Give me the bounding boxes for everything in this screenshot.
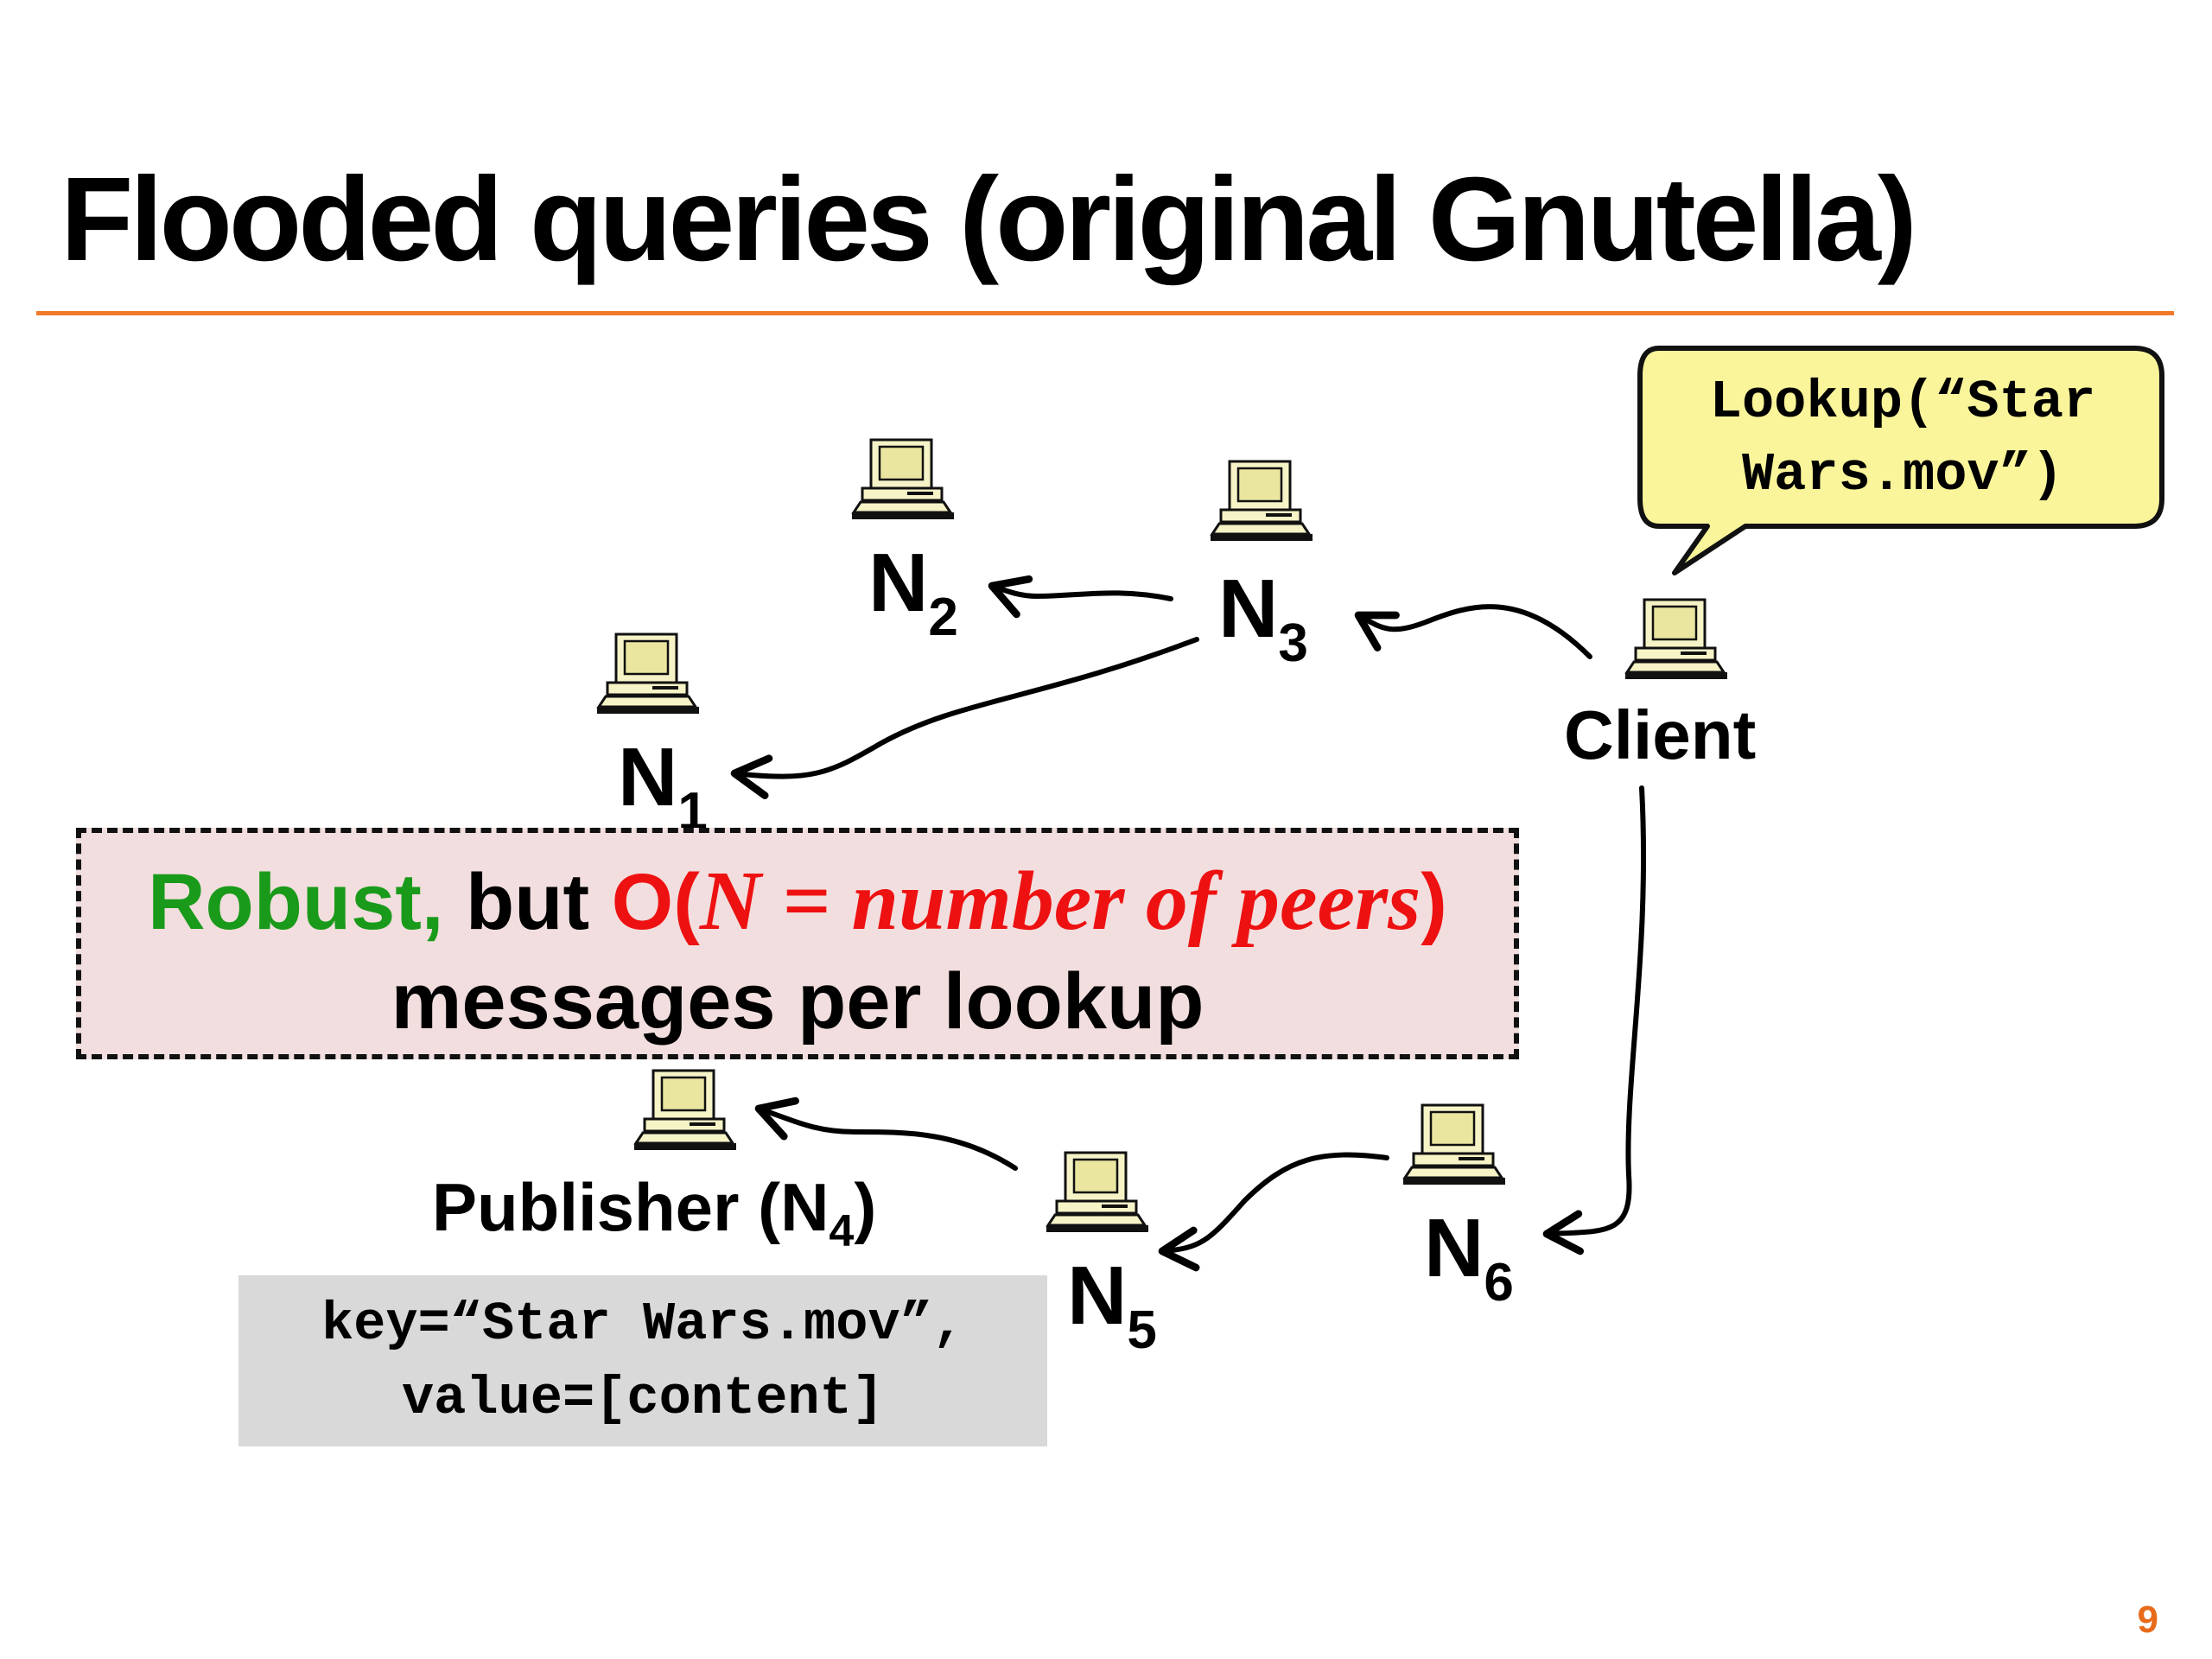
arrow-n6-to-n5 [1158, 1152, 1389, 1272]
robust-text: Robust, [148, 858, 444, 946]
computer-icon [596, 632, 699, 714]
node-label-n2: N2 [868, 537, 958, 647]
node-label-n3: N3 [1218, 563, 1308, 673]
but-text: but [443, 858, 612, 946]
node-label-publisher: Publisher (N4) [432, 1169, 877, 1256]
arrow-client-to-n6 [1542, 785, 1647, 1255]
lookup-line-1: Lookup(“Star [1709, 372, 2096, 433]
big-o-open: O( [611, 858, 700, 946]
arrow-n3-to-n2 [988, 575, 1173, 619]
node-label-client: Client [1564, 696, 1757, 773]
value-line: value=[content] [401, 1368, 885, 1429]
arrow-n5-to-publisher [754, 1096, 1018, 1171]
computer-icon [1624, 598, 1727, 679]
big-o-formula: N = number of peers [699, 855, 1421, 948]
lookup-line-2: Wars.mov”) [1741, 444, 2064, 505]
computer-icon [1402, 1103, 1505, 1185]
key-line: key=“Star Wars.mov”, [321, 1294, 965, 1355]
callout-line-1: Robust, but O(N = number of peers) [81, 852, 1514, 952]
computer-icon [1046, 1151, 1148, 1232]
computer-icon [851, 438, 954, 519]
slide-title: Flooded queries (original Gnutella) [60, 153, 1917, 286]
arrow-client-to-n3 [1354, 604, 1592, 659]
computer-icon [633, 1069, 736, 1150]
node-label-n6: N6 [1424, 1202, 1514, 1313]
lookup-bubble-text: Lookup(“Star Wars.mov”) [1652, 366, 2153, 512]
arrow-n3-to-n1 [730, 637, 1199, 799]
page-number: 9 [2137, 1599, 2158, 1641]
complexity-callout: Robust, but O(N = number of peers) messa… [76, 828, 1519, 1059]
callout-line-2: messages per lookup [391, 957, 1205, 1046]
publisher-key-value-box: key=“Star Wars.mov”, value=[content] [238, 1275, 1047, 1446]
title-divider [36, 311, 2174, 315]
computer-icon [1210, 460, 1313, 541]
lookup-speech-bubble [1637, 346, 2164, 575]
node-label-n5: N5 [1067, 1249, 1157, 1360]
node-label-n1: N1 [618, 731, 708, 842]
big-o-close: ) [1421, 858, 1447, 946]
